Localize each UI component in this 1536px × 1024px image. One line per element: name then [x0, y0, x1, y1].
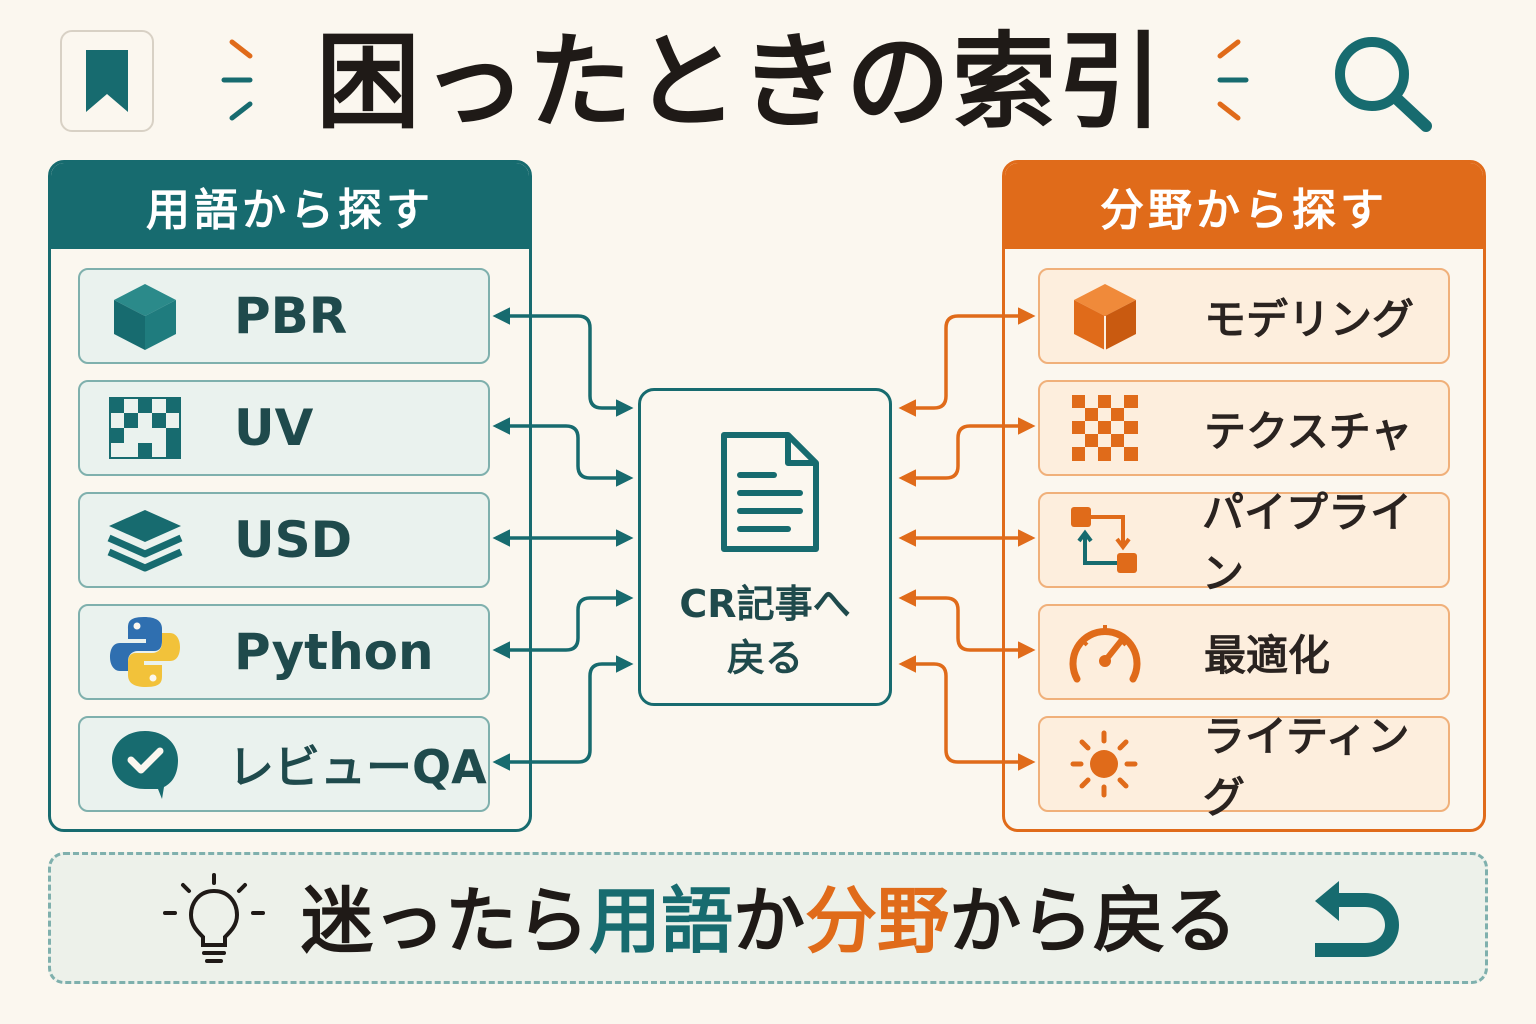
field-item-modeling[interactable]: モデリング: [1038, 268, 1450, 364]
terms-panel-header: 用語から探す: [51, 163, 529, 249]
arrow-texture: [898, 417, 1036, 487]
arrow-review-qa: [492, 655, 634, 771]
terms-panel: 用語から探す PBR UV: [48, 160, 532, 832]
arrow-python: [492, 589, 634, 659]
sparkle-left-icon: [221, 39, 253, 121]
pipeline-icon: [1062, 497, 1146, 583]
uv-grid-icon: [102, 385, 188, 471]
document-icon: [721, 432, 819, 552]
sun-icon: [1062, 721, 1147, 807]
back-label-line2: 戻る: [726, 636, 803, 680]
lightbulb-icon: [163, 873, 265, 963]
arrow-modeling: [898, 307, 1036, 417]
field-item-pipeline[interactable]: パイプライン: [1038, 488, 1450, 598]
term-label: UV: [234, 399, 314, 457]
footer-banner: 迷ったら用語か分野から戻る: [48, 852, 1488, 984]
field-item-optimization[interactable]: 最適化: [1038, 604, 1450, 700]
arrow-uv: [492, 417, 634, 487]
term-label: PBR: [234, 287, 348, 345]
python-logo-icon: [102, 609, 188, 695]
term-label: USD: [234, 511, 353, 569]
term-item-pbr[interactable]: PBR: [78, 268, 490, 364]
back-to-article-card[interactable]: CR記事へ 戻る: [638, 388, 892, 706]
field-label: ライティング: [1202, 712, 1410, 822]
field-label: 最適化: [1204, 630, 1331, 680]
back-to-article-label: CR記事へ 戻る: [641, 577, 889, 685]
arrow-pbr: [492, 307, 634, 417]
field-label: テクスチャ: [1204, 406, 1413, 456]
gauge-icon: [1062, 609, 1148, 695]
search-icon[interactable]: [1328, 30, 1438, 134]
term-label: Python: [234, 623, 434, 681]
term-item-python[interactable]: Python: [78, 604, 490, 700]
term-item-uv[interactable]: UV: [78, 380, 490, 476]
field-item-texture[interactable]: テクスチャ: [1038, 380, 1450, 476]
sparkle-right-icon: [1217, 39, 1249, 121]
page-title: 困ったときの索引: [315, 21, 1164, 143]
footer-terms-word: 用語: [589, 879, 734, 963]
bookmark-icon: [86, 50, 128, 112]
cube-icon: [102, 273, 188, 359]
term-item-usd[interactable]: USD: [78, 492, 490, 588]
footer-message: 迷ったら用語か分野から戻る: [301, 879, 1237, 963]
bookmark-badge: [60, 30, 154, 132]
layers-icon: [102, 497, 188, 583]
field-label: モデリング: [1204, 294, 1415, 344]
term-label: レビューQA: [228, 740, 487, 794]
footer-part3: か: [733, 879, 806, 963]
footer-part1: 迷ったら: [301, 879, 590, 963]
footer-part5: から戻る: [949, 879, 1238, 963]
back-label-line1: CR記事へ: [679, 582, 851, 626]
arrow-optimization: [898, 589, 1036, 659]
checker-icon: [1062, 385, 1148, 471]
chat-check-icon: [102, 721, 188, 807]
arrow-lighting: [898, 655, 1036, 771]
cube-icon: [1062, 273, 1148, 359]
field-label: パイプライン: [1201, 488, 1412, 598]
term-item-review-qa[interactable]: レビューQA: [78, 716, 490, 812]
fields-panel-header: 分野から探す: [1005, 163, 1483, 249]
return-arrow-icon[interactable]: [1305, 879, 1405, 963]
footer-fields-word: 分野: [805, 879, 950, 963]
field-item-lighting[interactable]: ライティング: [1038, 712, 1450, 822]
fields-panel: 分野から探す モデリング テクスチャ: [1002, 160, 1486, 832]
